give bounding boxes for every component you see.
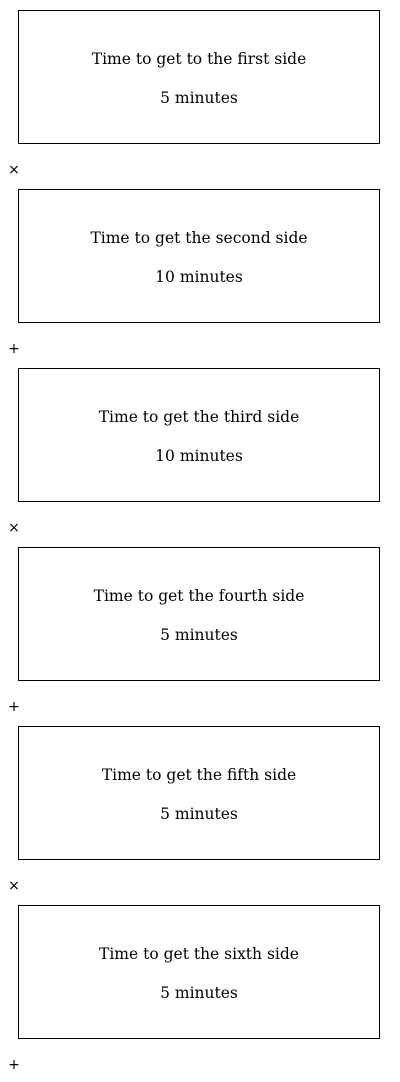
plus-operator: + [8,341,20,357]
step-time: 10 minutes [155,268,243,286]
step-time: 5 minutes [160,805,238,823]
step-box-fourth-side: Time to get the fourth side 5 minutes [18,547,380,681]
step-title: Time to get to the first side [91,50,307,68]
step-time: 5 minutes [160,626,238,644]
plus-operator: + [8,699,20,715]
step-box-second-side: Time to get the second side 10 minutes [18,189,380,323]
step-box-first-side: Time to get to the first side 5 minutes [18,10,380,144]
step-time: 5 minutes [160,89,238,107]
step-box-fifth-side: Time to get the fifth side 5 minutes [18,726,380,860]
step-title: Time to get the fourth side [93,587,305,605]
multiply-operator: × [8,878,20,894]
step-box-third-side: Time to get the third side 10 minutes [18,368,380,502]
step-title: Time to get the fifth side [101,766,297,784]
step-title: Time to get the third side [98,408,300,426]
step-title: Time to get the second side [90,229,308,247]
step-title: Time to get the sixth side [99,945,299,963]
step-time: 5 minutes [160,984,238,1002]
step-time: 10 minutes [155,447,243,465]
plus-operator: + [8,1057,20,1073]
multiply-operator: × [8,520,20,536]
step-box-sixth-side: Time to get the sixth side 5 minutes [18,905,380,1039]
multiply-operator: × [8,162,20,178]
